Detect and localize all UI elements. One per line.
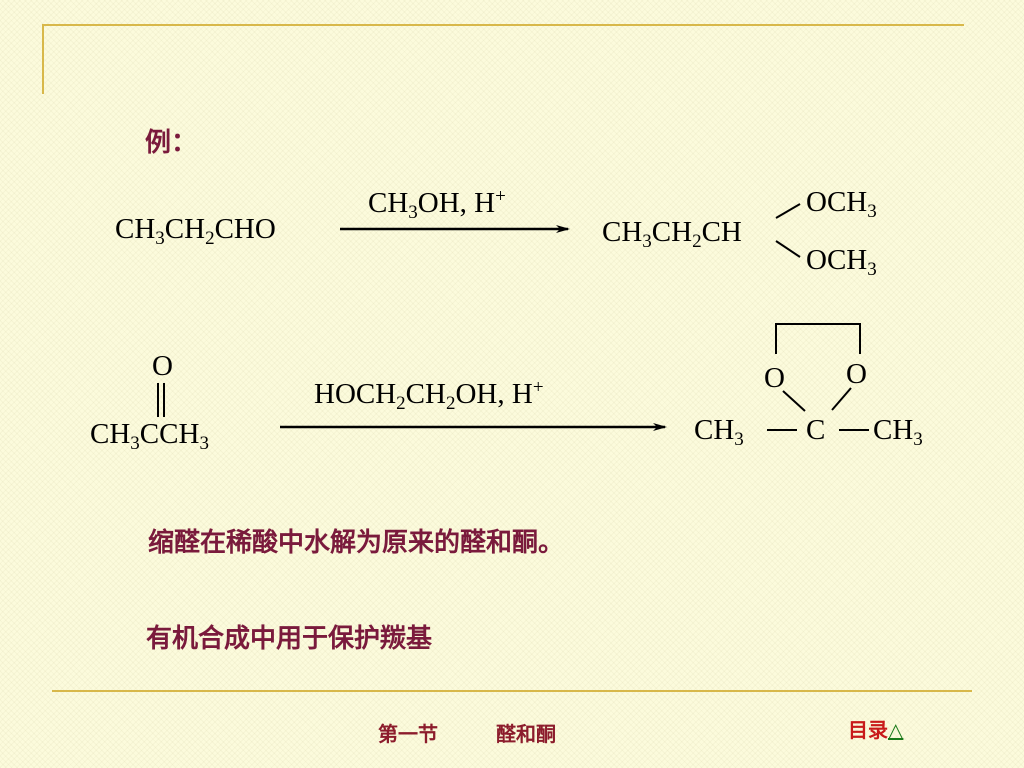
footer-section-label: 第一节 bbox=[378, 722, 438, 746]
reaction2-product-methyl-right: CH3 bbox=[873, 414, 923, 450]
reaction1-product-methoxy-top: OCH3 bbox=[806, 186, 877, 222]
reaction1-product-methoxy-bottom: OCH3 bbox=[806, 244, 877, 280]
reaction2-reactant: CH3CCH3 bbox=[90, 418, 209, 454]
frame-top-line bbox=[42, 24, 964, 26]
footer-divider bbox=[52, 690, 972, 692]
ring-ethylene-bridge bbox=[775, 323, 861, 354]
reaction2-ring-oxygen-right: O bbox=[846, 358, 867, 390]
hydrolysis-note: 缩醛在稀酸中水解为原来的醛和酮。 bbox=[148, 528, 565, 558]
carbonyl-protection-note: 有机合成中用于保护羰基 bbox=[146, 624, 433, 654]
bond-ch-to-och3-bottom bbox=[775, 240, 801, 258]
reaction1-reagent: CH3OH, H+ bbox=[368, 186, 506, 223]
example-label: 例： bbox=[145, 128, 198, 158]
toc-label: 目录 bbox=[848, 718, 888, 742]
reaction2-product-methyl-left: CH3 bbox=[694, 414, 744, 450]
frame-left-line bbox=[42, 24, 44, 94]
reaction1-product-chain: CH3CH2CH bbox=[602, 216, 742, 252]
bond-o-right-to-c bbox=[831, 387, 852, 411]
bond-o-left-to-c bbox=[782, 390, 806, 412]
reaction2-ring-oxygen-left: O bbox=[764, 362, 785, 394]
reaction2-product-center-carbon: C bbox=[806, 414, 826, 446]
footer-topic-label: 醛和酮 bbox=[496, 722, 556, 746]
reaction1-reactant: CH3CH2CHO bbox=[115, 213, 276, 249]
bond-ch-to-och3-top bbox=[775, 203, 801, 219]
table-of-contents-link[interactable]: 目录△ bbox=[848, 714, 903, 743]
triangle-up-icon[interactable]: △ bbox=[888, 718, 904, 742]
reaction2-reagent: HOCH2CH2OH, H+ bbox=[314, 377, 544, 414]
reaction2-carbonyl-oxygen: O bbox=[152, 350, 173, 382]
